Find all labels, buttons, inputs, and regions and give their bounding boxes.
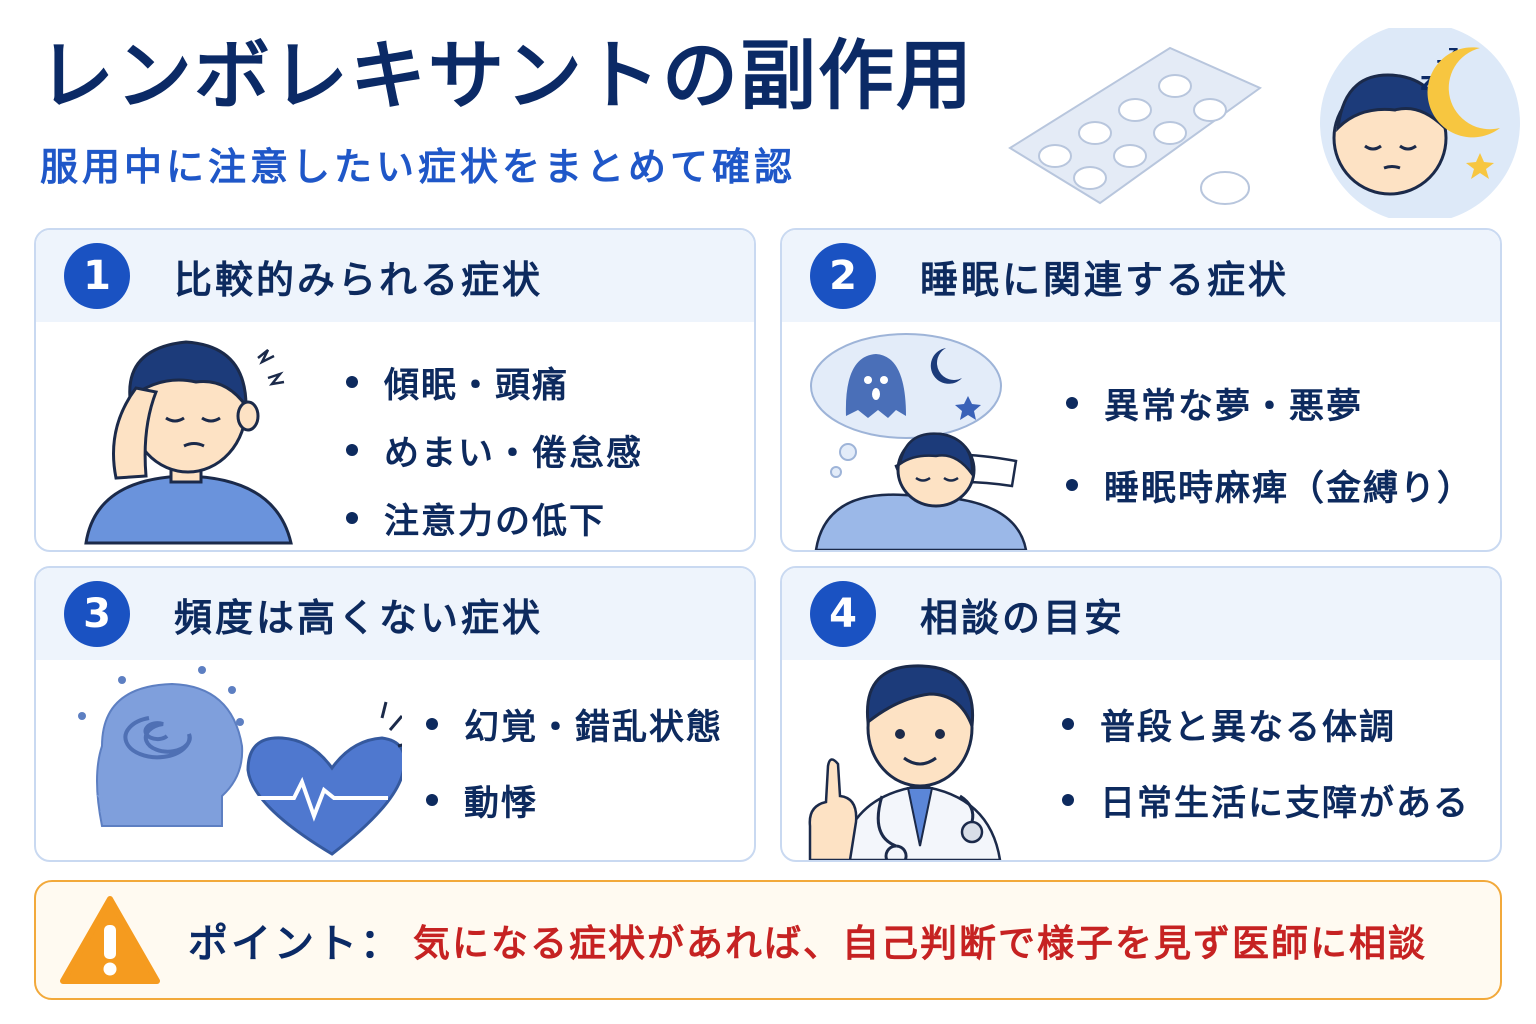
nightmare-sleep-icon	[810, 333, 1028, 550]
list-item: 睡眠時麻痺（金縛り）	[1066, 444, 1474, 526]
card-title: 比較的みられる症状	[174, 257, 544, 302]
card-common-symptoms: 1 比較的みられる症状 傾眠・頭痛 めまい・倦怠感 注意力の低下	[34, 228, 756, 552]
pill-sleep-illustration: z z z	[1008, 28, 1520, 218]
list-item: めまい・倦怠感	[346, 416, 643, 484]
card-consultation-guide: 4 相談の目安 普段と異なる体調 日常生活に支障がある	[780, 566, 1502, 862]
point-label: ポイント：	[188, 921, 403, 967]
number-badge: 2	[810, 243, 876, 309]
list-item: 幻覚・錯乱状態	[426, 686, 723, 762]
list-item: 日常生活に支障がある	[1062, 762, 1470, 838]
number-badge: 4	[810, 581, 876, 647]
page-title: レンボレキサントの副作用	[38, 31, 974, 120]
list-item: 動悸	[426, 762, 723, 838]
headache-person-icon	[84, 340, 293, 545]
number-badge: 1	[64, 243, 130, 309]
list-item: 普段と異なる体調	[1062, 686, 1470, 762]
list-item: 異常な夢・悪夢	[1066, 362, 1474, 444]
doctor-icon	[808, 664, 1002, 860]
card-title: 相談の目安	[920, 595, 1126, 640]
point-text: 気になる症状があれば、自己判断で様子を見ず医師に相談	[413, 922, 1427, 965]
page-subtitle: 服用中に注意したい症状をまとめて確認	[40, 145, 797, 189]
warning-icon	[60, 896, 160, 984]
list-item: 注意力の低下	[346, 484, 643, 550]
card-header: 3 頻度は高くない症状	[36, 568, 754, 660]
card-header: 1 比較的みられる症状	[36, 230, 754, 322]
card-header: 4 相談の目安	[782, 568, 1500, 660]
card-title: 頻度は高くない症状	[174, 595, 544, 640]
card-sleep-symptoms: 2 睡眠に関連する症状 異常な夢・悪夢 睡眠時麻痺（金縛り）	[780, 228, 1502, 552]
card-title: 睡眠に関連する症状	[920, 257, 1290, 302]
number-badge: 3	[64, 581, 130, 647]
hallucination-palpitation-icon	[78, 666, 402, 856]
card-header: 2 睡眠に関連する症状	[782, 230, 1500, 322]
point-banner: ポイント： 気になる症状があれば、自己判断で様子を見ず医師に相談	[34, 880, 1502, 1000]
list-item: 傾眠・頭痛	[346, 348, 643, 416]
card-uncommon-symptoms: 3 頻度は高くない症状 幻覚・錯乱状態 動悸	[34, 566, 756, 862]
